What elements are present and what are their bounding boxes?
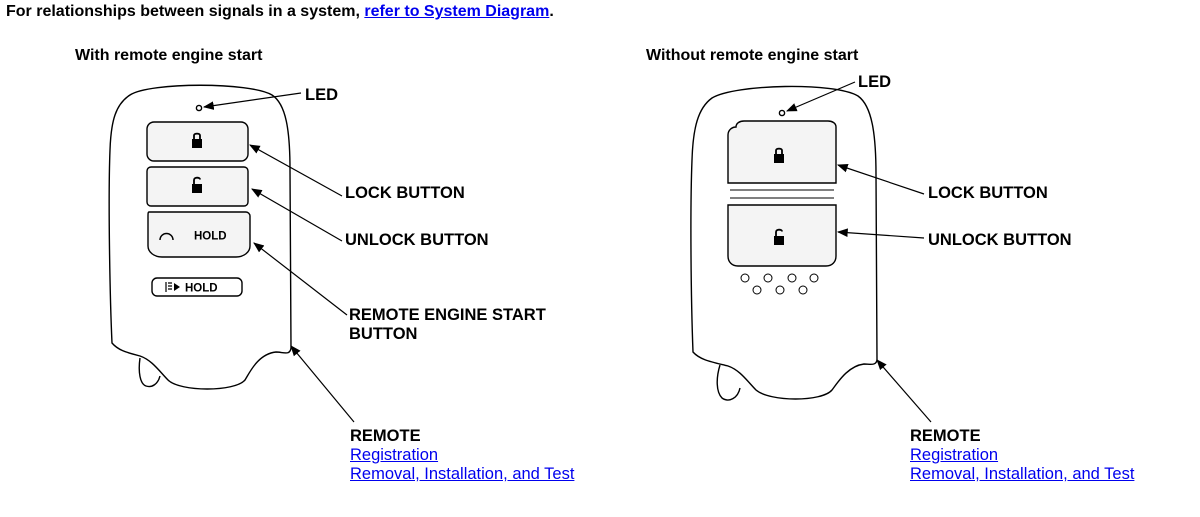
right-fob-dimples	[740, 273, 819, 295]
left-fob-body	[108, 84, 292, 390]
left-led-label: LED	[305, 86, 338, 104]
right-lock-icon	[774, 147, 784, 163]
right-remote-label: REMOTE	[910, 427, 981, 445]
right-remote-leader	[876, 359, 932, 423]
right-unlock-icon	[774, 228, 784, 245]
left-remote-leader	[290, 345, 355, 423]
engine-start-label-line2: BUTTON	[349, 325, 418, 343]
right-panel-title: Without remote engine start	[646, 47, 859, 64]
left-registration-link[interactable]: Registration	[350, 446, 439, 464]
left-panel-title: With remote engine start	[75, 47, 263, 64]
right-led-label: LED	[858, 73, 891, 91]
right-fob	[690, 85, 878, 401]
right-registration-link[interactable]: Registration	[910, 446, 999, 464]
intro-sentence: For relationships between signals in a s…	[6, 3, 554, 21]
right-removal-link[interactable]: Removal, Installation, and Test	[910, 465, 1135, 483]
right-key-tab	[716, 364, 741, 401]
right-remote-block: REMOTE Registration Removal, Installatio…	[910, 427, 1134, 484]
intro-text: For relationships between signals in a s…	[6, 3, 360, 20]
right-leader-lines	[786, 81, 932, 423]
left-leader-lines	[202, 92, 355, 423]
left-trunk-hold-button[interactable]	[151, 277, 243, 297]
right-unlock-leader	[836, 228, 925, 239]
left-led-leader	[202, 92, 302, 110]
left-lock-button-label: LOCK BUTTON	[345, 184, 465, 202]
left-key-tab	[138, 357, 161, 388]
system-diagram-link[interactable]: refer to System Diagram	[364, 3, 550, 20]
left-trunk-icon	[165, 282, 180, 292]
right-unlock-button[interactable]	[727, 204, 837, 267]
left-engine-start-button[interactable]	[147, 211, 251, 258]
left-remote-block: REMOTE Registration Removal, Installatio…	[350, 427, 574, 484]
left-lock-leader	[249, 144, 343, 197]
left-hold2-text: HOLD	[185, 283, 218, 295]
left-led	[195, 104, 203, 112]
left-fob	[108, 84, 292, 390]
engine-start-label-line1: REMOTE ENGINE START	[349, 306, 546, 324]
left-removal-link[interactable]: Removal, Installation, and Test	[350, 465, 575, 483]
left-hold-text: HOLD	[194, 231, 227, 243]
left-engine-start-icon	[159, 232, 174, 241]
right-unlock-button-label: UNLOCK BUTTON	[928, 231, 1072, 249]
left-remote-label: REMOTE	[350, 427, 421, 445]
left-unlock-icon	[192, 176, 202, 193]
intro-suffix: .	[549, 3, 554, 20]
right-lock-leader	[836, 164, 925, 195]
right-led-leader	[786, 81, 856, 112]
left-unlock-button-label: UNLOCK BUTTON	[345, 231, 489, 249]
right-lock-button-label: LOCK BUTTON	[928, 184, 1048, 202]
right-led	[778, 109, 786, 117]
left-unlock-leader	[251, 188, 343, 242]
engine-start-button-label: REMOTE ENGINE START BUTTON	[349, 306, 546, 344]
right-fob-body	[690, 85, 878, 400]
left-engine-start-leader	[253, 242, 348, 316]
left-lock-icon	[192, 132, 202, 148]
